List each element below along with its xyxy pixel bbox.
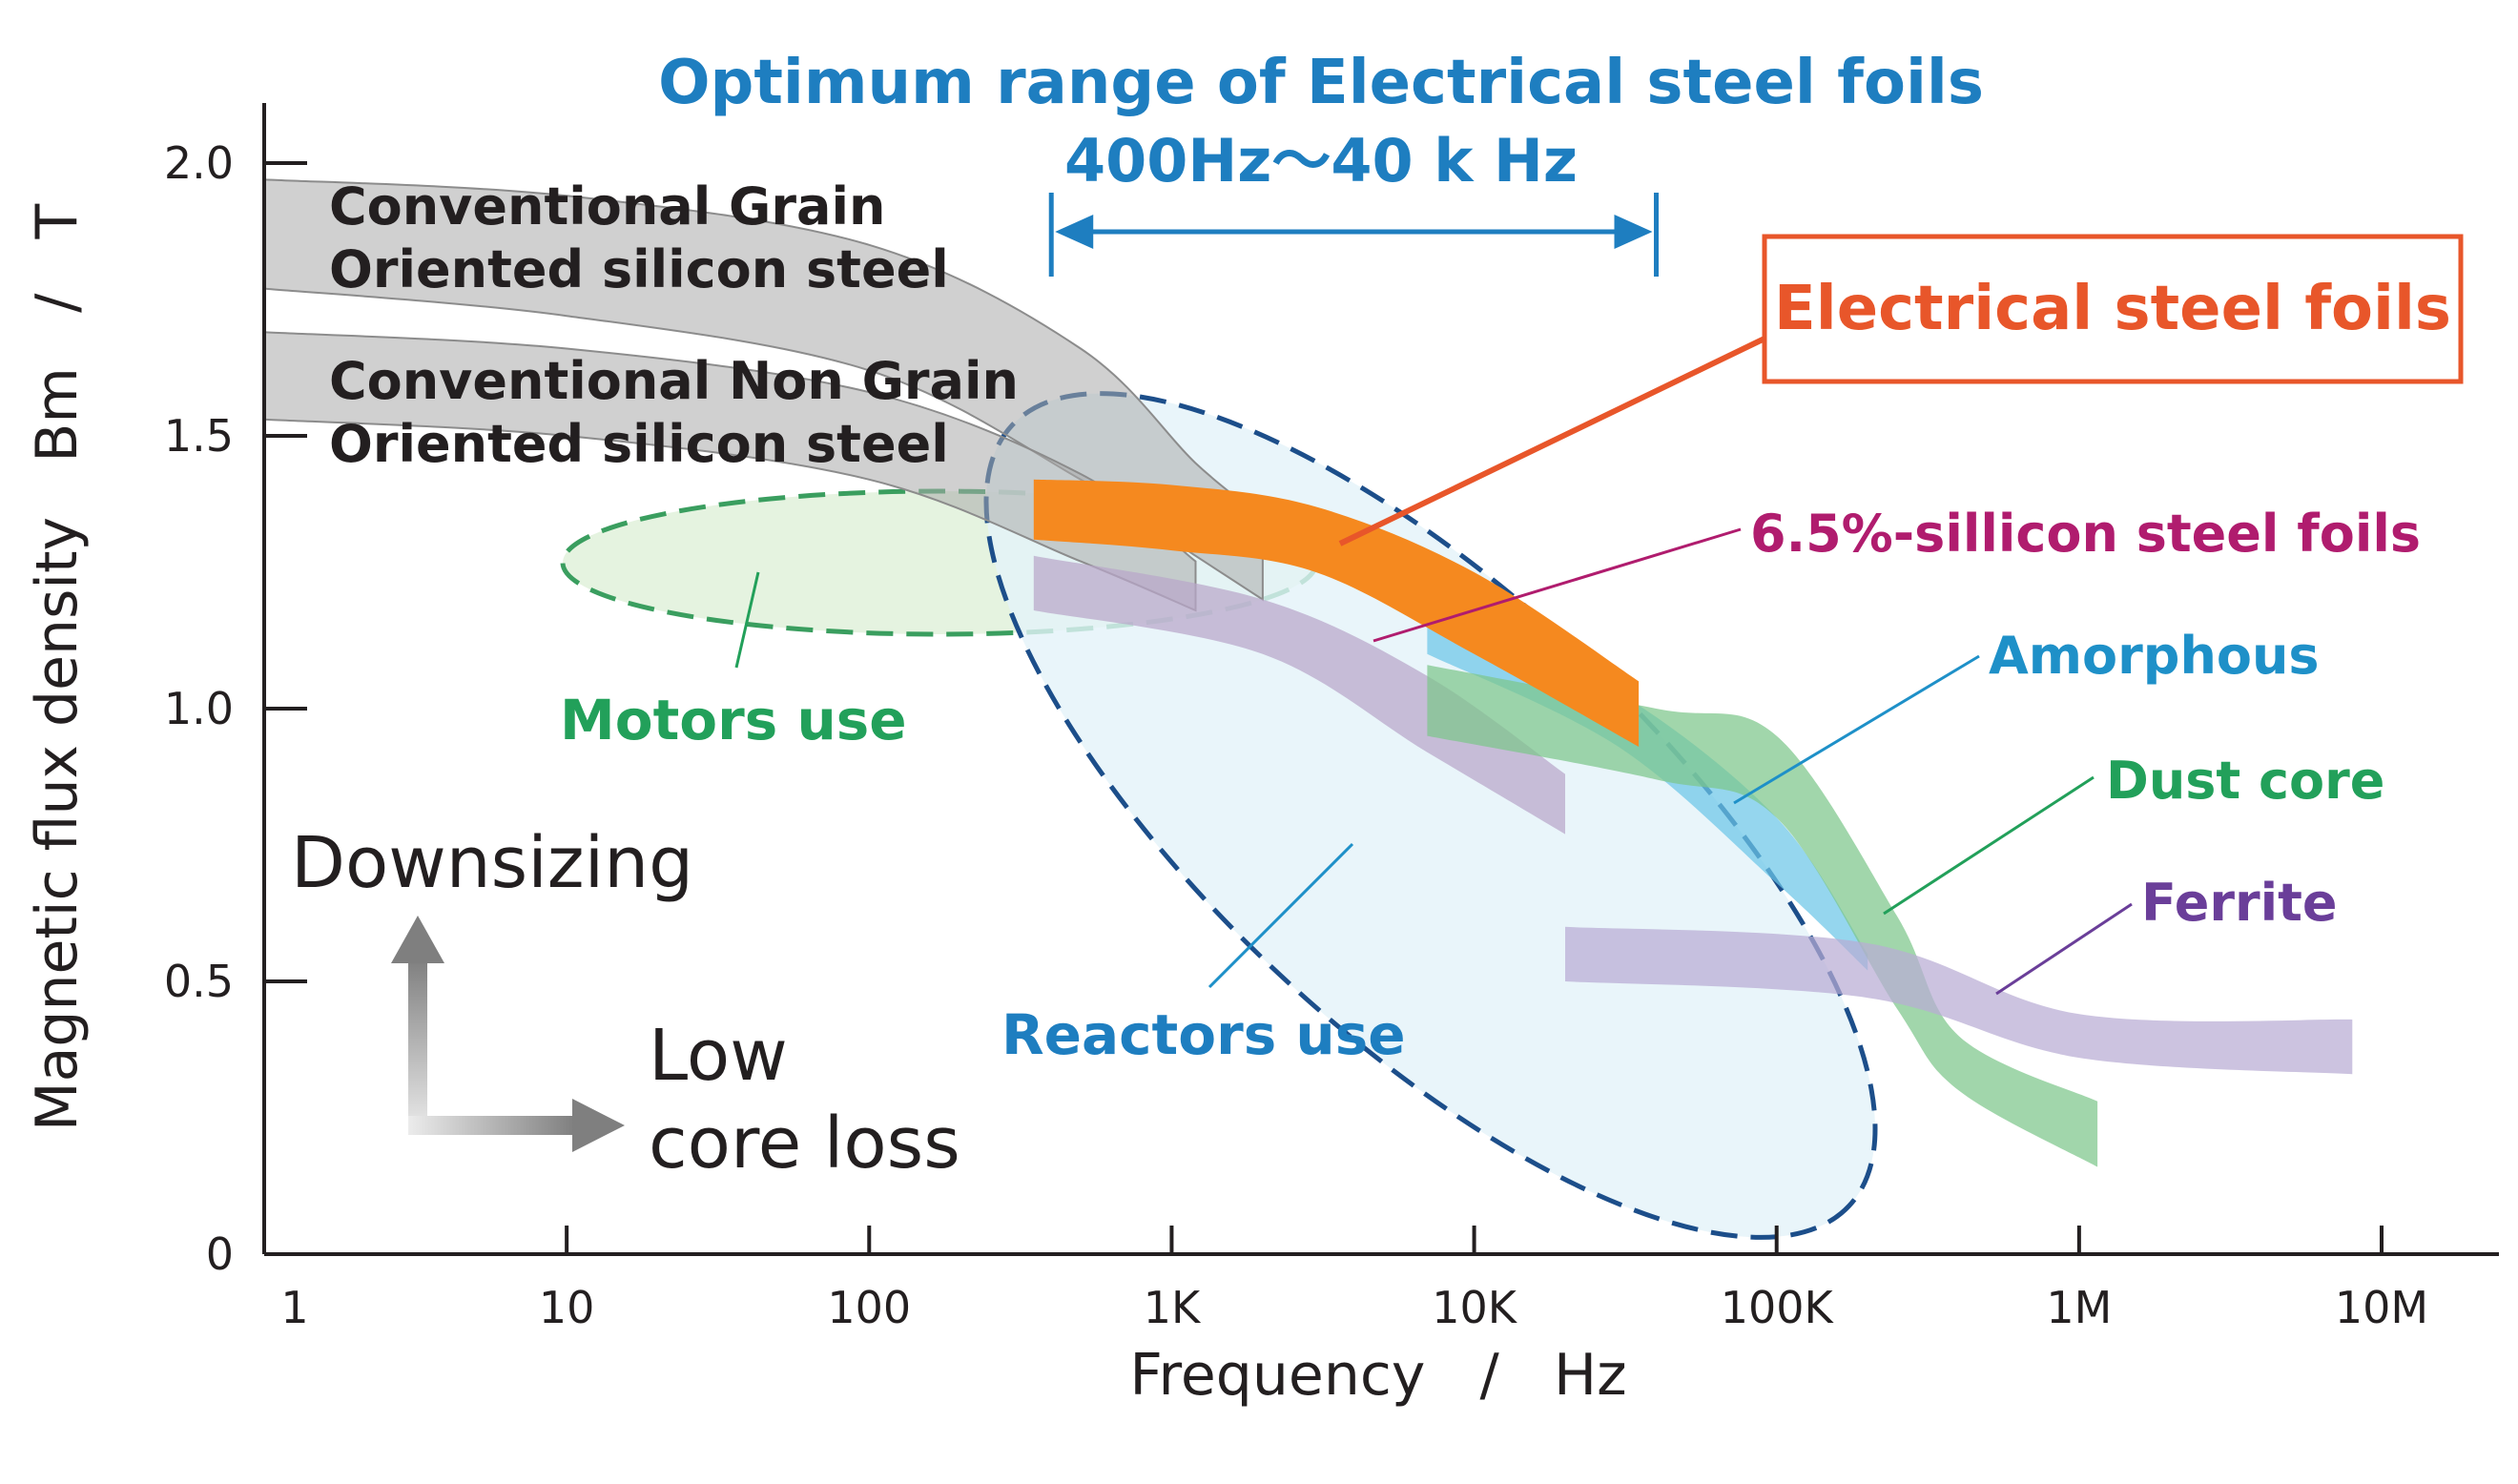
label-ferrite: Ferrite [2141,873,2338,933]
silicon-foils-leader [1373,527,1742,643]
x-tick-label: 100 [827,1282,911,1333]
y-ticks: 0 0.5 1.0 1.5 2.0 [164,137,307,1280]
y-tick-label: 2.0 [164,137,234,189]
arrow-right-head [1614,215,1653,249]
y-axis-title: Magnetic flux density Bm / T [24,203,91,1131]
y-tick-label: 0 [206,1228,234,1280]
downsizing-indicator [391,916,625,1152]
x-axis-title: Frequency / Hz [1129,1342,1626,1409]
band-dust-core [1427,665,2098,1167]
x-tick-label: 100K [1721,1282,1835,1333]
x-tick-label: 1K [1144,1282,1202,1333]
axes: 1 10 100 1K 10K 100K 1M 10M 0 0.5 1.0 1.5 2.0 [164,103,2499,1333]
y-tick-label: 0.5 [164,956,234,1007]
band-ferrite [1565,926,2353,1075]
up-arrow-icon [391,916,444,963]
electrical-steel-foils-leader [1338,336,1766,546]
x-tick-label: 1M [2046,1282,2112,1333]
dust-core-leader [1883,775,2095,916]
label-amorphous: Amorphous [1989,626,2320,686]
low-core-loss-arrow-shaft [408,1116,575,1135]
x-tick-label: 10M [2335,1282,2428,1333]
band-electrical-steel-foils [1033,479,1640,747]
ferrite-leader [1995,902,2133,996]
x-ticks: 1 10 100 1K 10K 100K 1M 10M [280,1226,2428,1333]
x-tick-label: 10 [539,1282,595,1333]
label-dust-core: Dust core [2106,751,2384,811]
x-tick-label: 10K [1432,1282,1518,1333]
optimum-range-marker [1048,193,1660,277]
right-arrow-icon [572,1099,625,1152]
reactors-use-leader [1207,842,1354,989]
label-silicon-steel-foils: 6.5%-sillicon steel foils [1750,504,2421,564]
chart-subtitle: 400Hz〜40 k Hz [1064,126,1578,196]
motors-use-leader [734,571,760,669]
chart-title: Optimum range of Electrical steel foils [658,48,1984,118]
arrow-left-head [1055,215,1094,249]
label-downsizing: Downsizing [291,822,693,904]
amorphous-leader [1733,654,1980,805]
material-bands [263,178,2353,1167]
x-tick-label: 1 [280,1282,308,1333]
y-tick-label: 1.5 [164,410,234,462]
label-motors-use: Motors use [560,688,907,752]
label-reactors-use: Reactors use [1001,1002,1406,1067]
y-tick-label: 1.0 [164,683,234,734]
downsizing-arrow-shaft [408,958,427,1135]
electrical-steel-foils-callout-box [1762,234,2464,384]
label-electrical-steel-foils: Electrical steel foils [1774,274,2451,344]
band-6-5-sillicon-steel-foils [1033,555,1565,835]
